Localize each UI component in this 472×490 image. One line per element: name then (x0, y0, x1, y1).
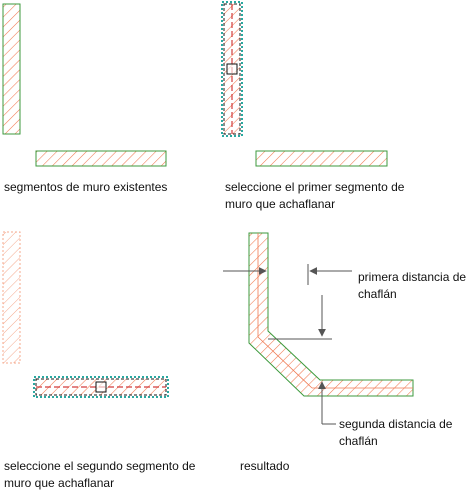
label-first-chamfer-distance-line1: primera distancia de (358, 270, 467, 284)
chamfered-wall (248, 232, 414, 397)
horizontal-wall-segment (35, 150, 167, 167)
pick-box-cursor[interactable] (226, 63, 238, 75)
panel-result (223, 232, 414, 425)
label-second-chamfer-distance-line1: segunda distancia de (339, 417, 453, 431)
caption-select-second-line1: seleccione el segundo segmento de (4, 459, 196, 473)
caption-result: resultado (240, 459, 290, 473)
label-second-chamfer-distance-line2: chaflán (339, 434, 378, 448)
pick-box-cursor[interactable] (95, 381, 107, 393)
first-selected-wall (2, 231, 21, 364)
horizontal-wall-segment (255, 150, 388, 167)
caption-existing-walls: segmentos de muro existentes (4, 180, 168, 194)
wall-centerline (257, 336, 313, 389)
caption-select-first-line2: muro que achaflanar (225, 197, 336, 211)
selection-glow (221, 1, 243, 137)
selection-glow (33, 376, 169, 398)
vertical-wall-segment (2, 3, 21, 135)
label-first-chamfer-distance-line2: chaflán (358, 287, 397, 301)
panel-select-first (221, 1, 388, 167)
caption-select-first-line1: seleccione el primer segmento de (225, 180, 405, 194)
panel-existing-walls (2, 3, 167, 167)
panel-select-second (2, 231, 169, 398)
caption-select-second-line2: muro que achaflanar (4, 476, 115, 490)
